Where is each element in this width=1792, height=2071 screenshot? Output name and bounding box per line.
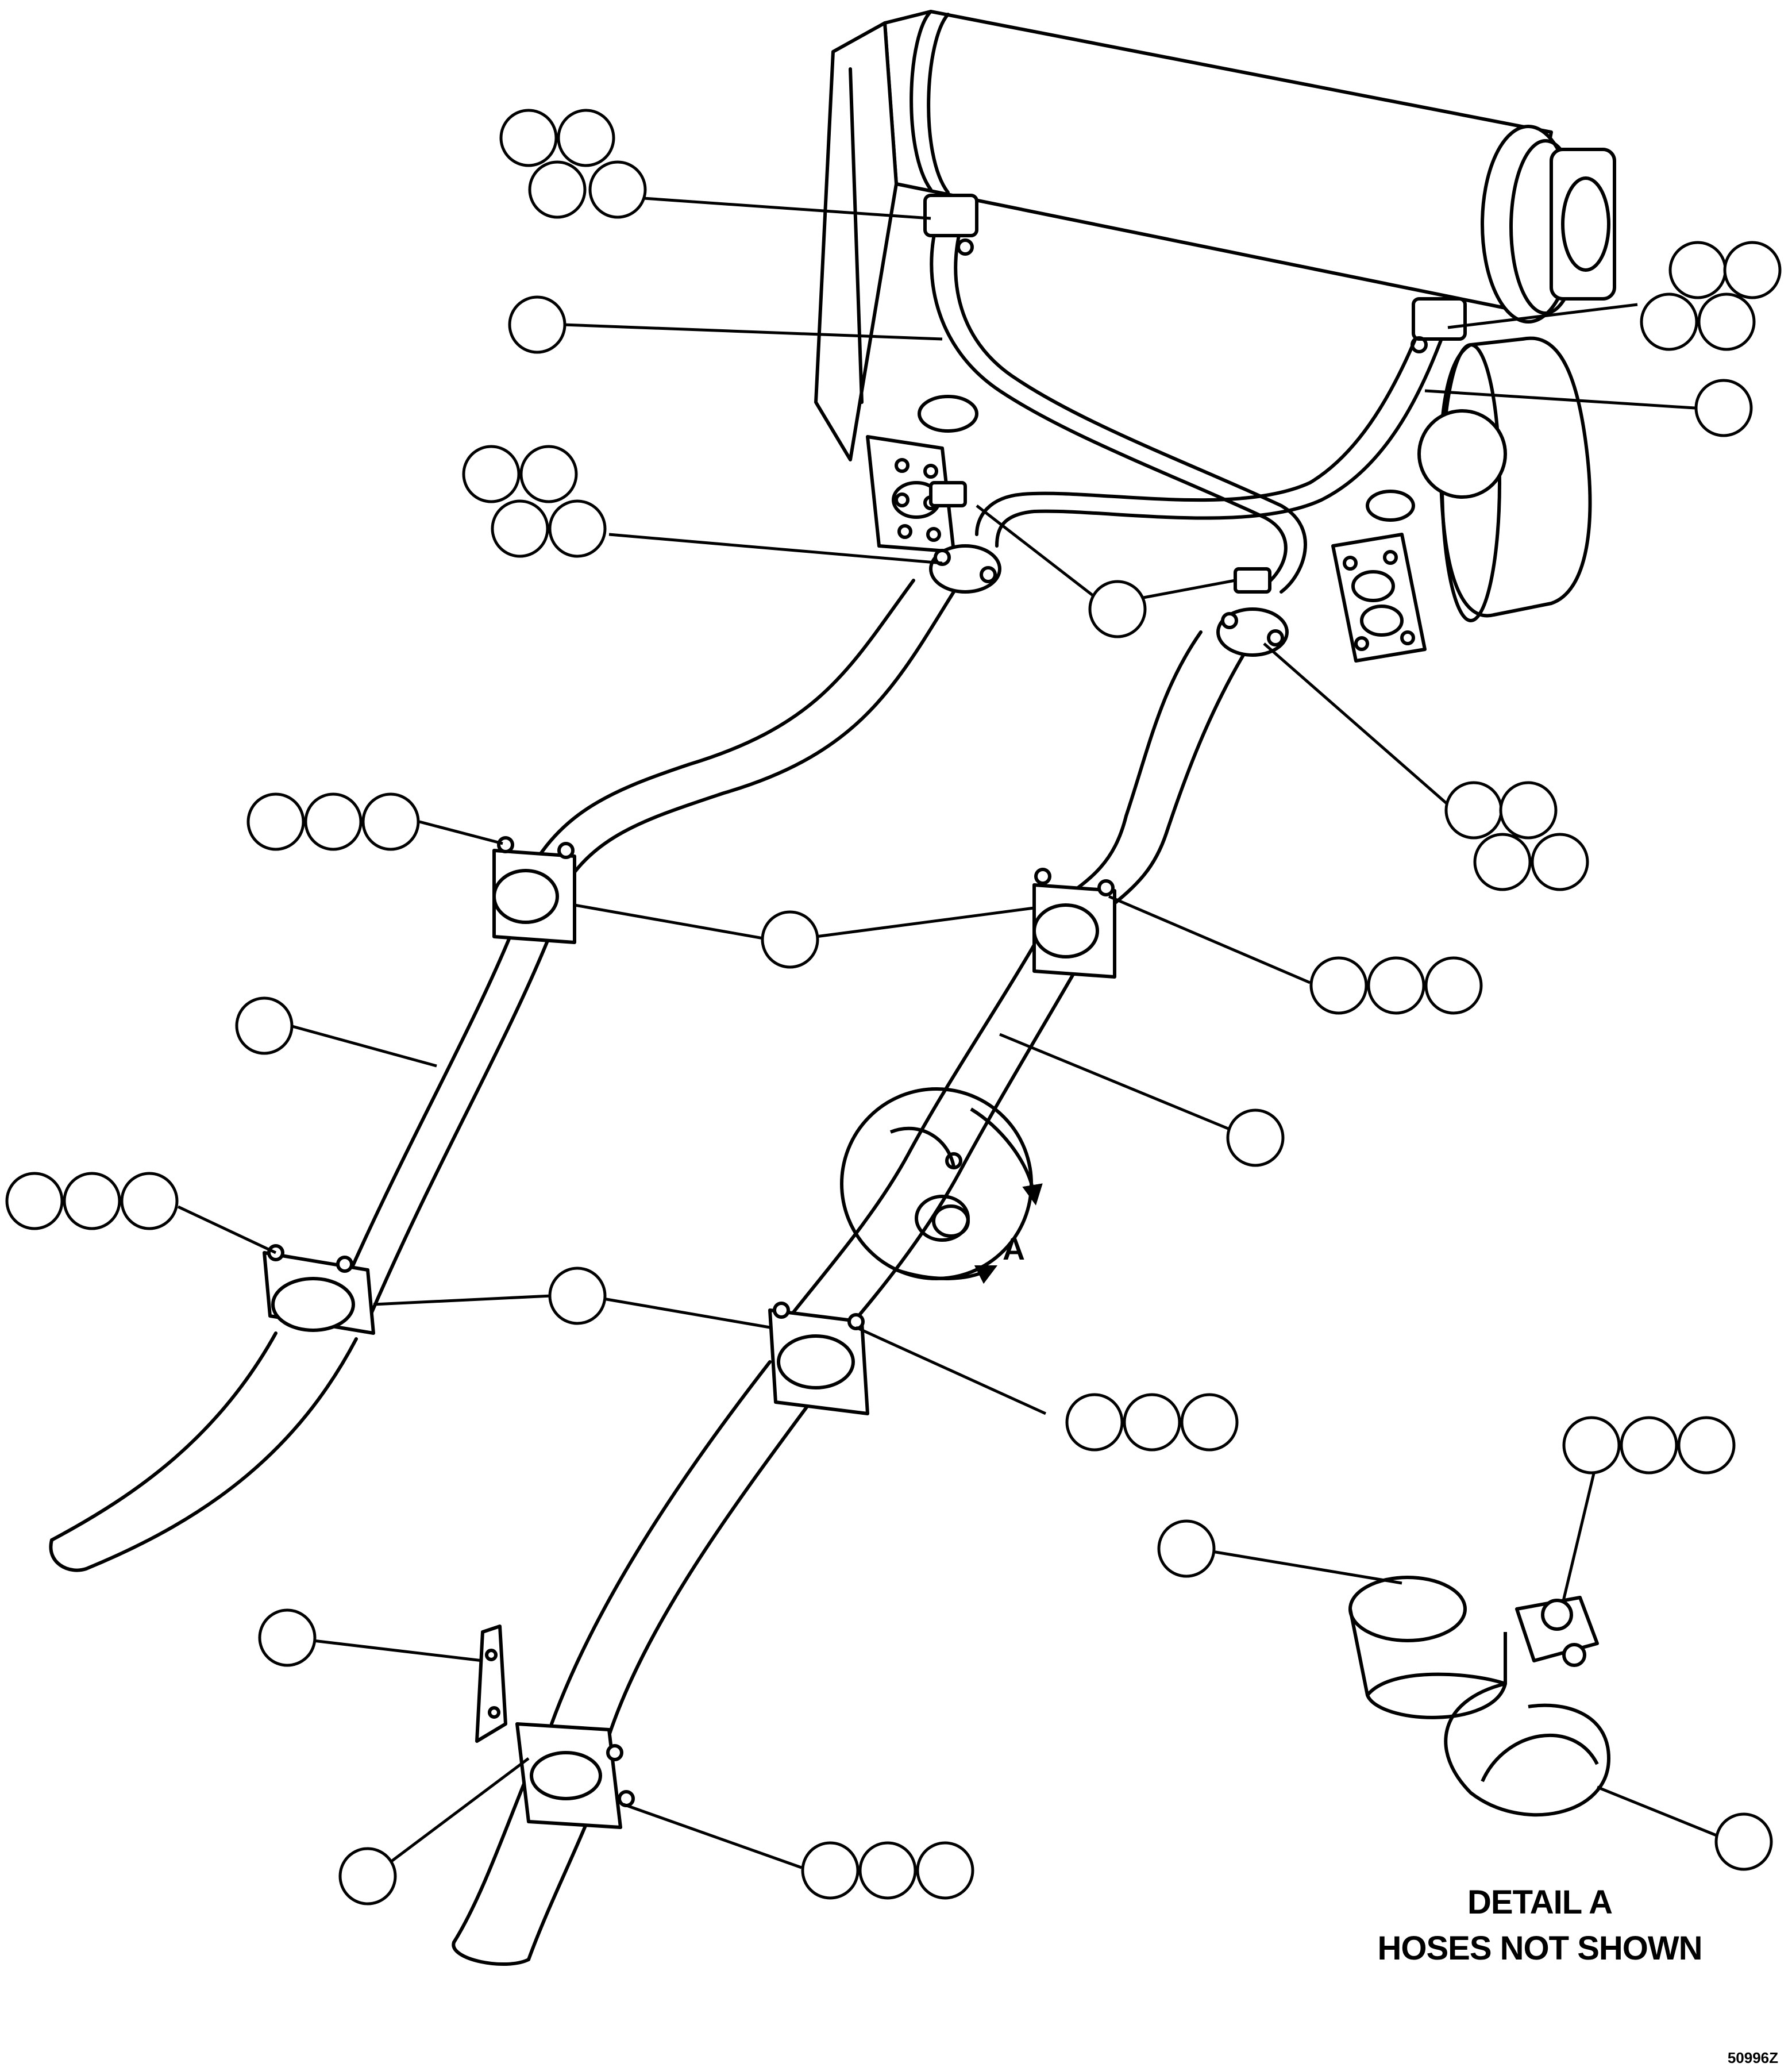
callout-group-right-lower-clamp-bolts [855,1326,1239,1452]
bracket-clamp-bottom [475,1625,635,1829]
detail-a-hose-clamp [1348,1576,1610,1817]
left-hose-lower [332,918,519,1312]
callout-group-upper-right-clamp [1447,241,1782,351]
detail-a-view-letter: A [1003,1232,1025,1267]
right-hose-lower [550,1360,772,1726]
callout-group-right-top-clamp-bolts [1108,895,1483,1015]
upper-tube-left [930,205,1288,588]
muffler-assembly [814,10,1616,663]
callout-balloons [5,109,1782,1906]
callout-group-detail-clamp-bolt [1561,1416,1736,1604]
detail-a-callout [840,1087,1043,1284]
left-hose-end [50,1331,278,1542]
hose-clamp-right-lower [768,1302,869,1415]
callout-detail-lower-band [1597,1785,1773,1871]
callout-tube-fittings [976,505,1236,638]
document-id: 50996Z [1728,2049,1778,2066]
upper-right-clamp [1412,297,1467,341]
muffler-body [883,10,1553,312]
callout-top-clamp-blocks [574,903,1035,969]
detail-a-note: HOSES NOT SHOWN [1377,1930,1702,1967]
callout-lower-clamp-blocks [373,1267,770,1329]
tube-fitting-left [929,481,967,507]
hose-clamp-left-lower [263,1244,375,1335]
callout-group-upper-left-clamp [499,109,931,220]
upper-left-clamp [923,194,978,237]
callout-bracket [258,1608,483,1667]
upper-tube-right [975,314,1427,536]
hose-clamp-right-top [1032,868,1116,979]
hose-clamp-left-top [492,836,576,944]
air-cleaner-cap [1417,409,1507,499]
callout-upper-tube-right [1424,379,1753,437]
callout-group-muffler-hose-clamp-right [1263,642,1589,891]
tube-fitting-right [1234,567,1271,594]
right-hose-upper [1055,630,1203,904]
left-hose-upper [515,579,915,898]
callout-bottom-clamp-block [338,1757,530,1906]
detail-a-title: DETAIL A [1467,1884,1612,1921]
callout-upper-tube-left [508,295,943,354]
callout-detail-upper-band [1157,1519,1402,1585]
hose-clamp-muffler-left [929,544,1001,594]
callout-left-hose [235,996,437,1068]
upper-tubes [923,194,1467,594]
callout-group-muffler-hose-clamp-left [462,445,943,565]
callout-group-left-lower-clamp-bolts [5,1172,277,1254]
callout-group-bottom-clamp-bolts [623,1803,974,1900]
callout-group-left-top-clamp-bolts [246,792,503,851]
hose-clamp-muffler-right [1216,607,1289,657]
callout-right-hose [999,1033,1285,1167]
hoses [49,579,1248,1966]
right-hose-middle [780,923,1047,1329]
hose-clamp-blocks [263,481,1289,1829]
